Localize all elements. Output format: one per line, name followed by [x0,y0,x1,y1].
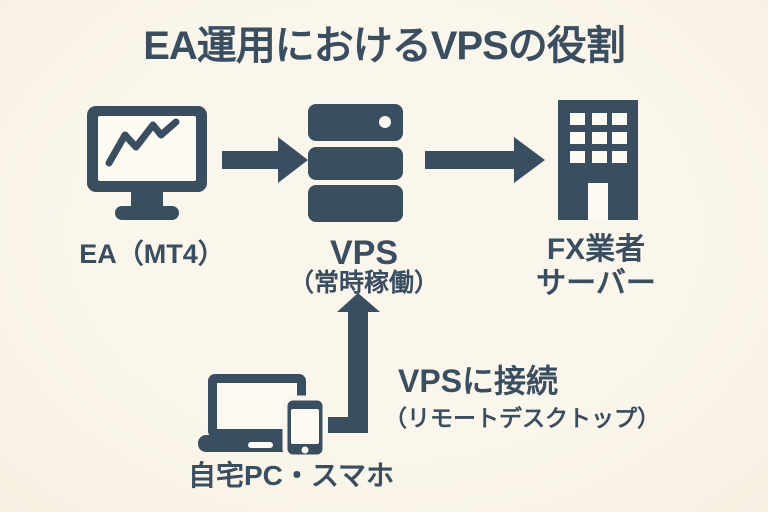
node-vps-sublabel: （常時稼働） [288,269,440,297]
office-building-icon [558,100,638,220]
node-fx-label-line1: FX業者 [546,233,646,266]
arrow-right-icon [222,137,308,183]
connection-vps-label: VPSに接続 [398,363,559,399]
node-fx-label: FX業者 サーバー [536,233,656,300]
arrow-right-icon [425,137,545,183]
node-ea-label: EA（MT4） [79,239,225,269]
monitor-chart-icon [87,106,207,220]
node-home-label: 自宅PC・スマホ [187,460,395,491]
diagram-title: EA運用におけるVPSの役割 [143,24,626,68]
server-stack-icon [308,104,403,222]
laptop-smartphone-icon [198,374,328,460]
connection-vps-sublabel: （リモートデスクトップ） [384,405,660,431]
arrow-up-elbow-icon [328,293,380,433]
node-fx-label-line2: サーバー [536,266,656,300]
node-vps-label: VPS [329,234,399,272]
